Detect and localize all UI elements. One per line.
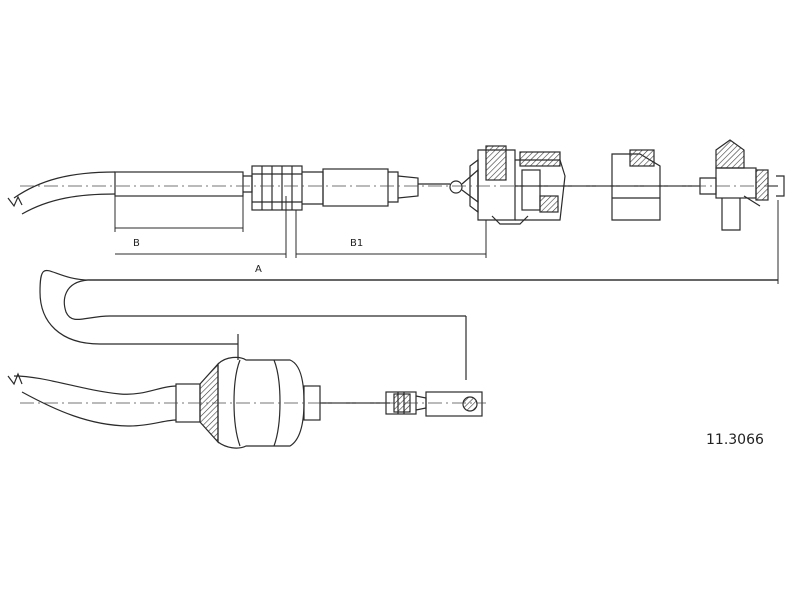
upper-cable-cut-end [7,195,23,208]
dimension-lines [114,196,779,284]
middle-sheath-taper [397,175,419,199]
middle-sheath-section [322,168,389,207]
threaded-adjuster [251,165,324,211]
lower-cable-assembly [7,334,483,449]
right-end-fitting [699,139,785,231]
upper-cable-assembly [7,139,785,231]
upper-sheath-curve-bottom [21,193,116,215]
lower-sheath-top [13,375,177,395]
lower-sheath-bottom [21,391,177,427]
cable-eyelet [449,180,463,194]
middle-bush [611,149,661,221]
lower-end-eye [425,391,483,417]
dim-label-b: B [133,238,140,249]
part-number: 11.3066 [706,432,764,448]
dim-label-b1: B1 [350,238,363,249]
routing-loop [39,269,778,380]
lower-boot [199,334,305,449]
middle-sheath-step [388,171,399,203]
lower-cable-cut-end [7,372,23,386]
loop-outer [39,269,778,345]
upper-left-ferrule [114,171,244,197]
ferrule-neck [243,175,253,193]
grommet-bracket [469,145,566,225]
dim-label-a: A [255,264,262,275]
loop-inner [63,279,778,321]
upper-sheath-curve-top [13,171,116,199]
